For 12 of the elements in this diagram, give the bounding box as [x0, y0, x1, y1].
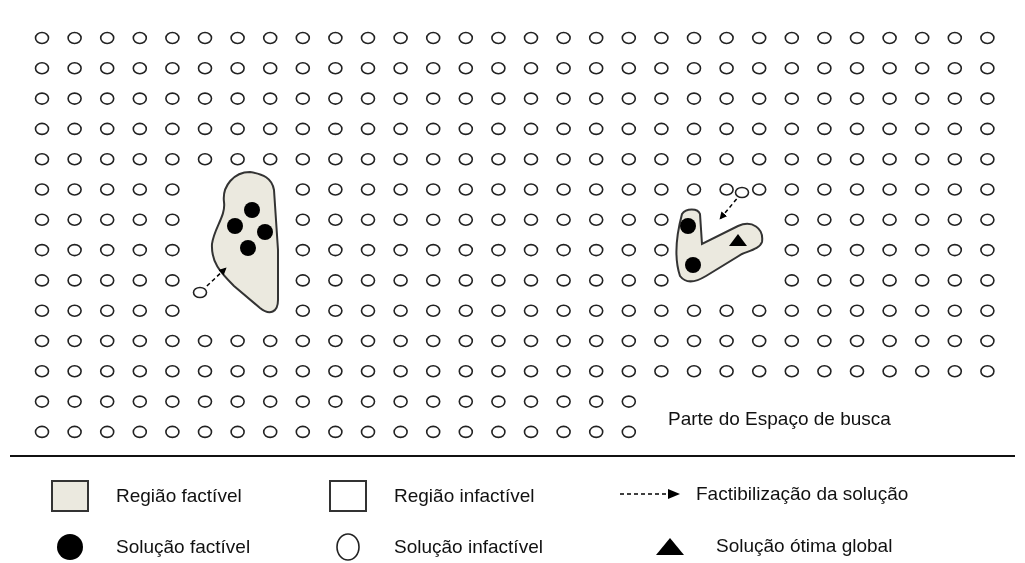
legend-label: Solução infactível: [394, 534, 543, 559]
legend-label: Solução factível: [116, 534, 251, 559]
dashed-arrow: [719, 198, 738, 220]
infeasible-solution-circle: [192, 286, 208, 299]
legend-label: Região infactível: [394, 483, 535, 508]
legend-label: Região factível: [116, 483, 242, 508]
legend-label: Solução ótima global: [716, 534, 893, 558]
legend-label: Factibilização da solução: [696, 482, 909, 506]
diagram-label: Parte do Espaço de busca: [668, 407, 891, 431]
dashed-arrow: [206, 267, 227, 287]
infeasible-solution-circle: [734, 186, 750, 199]
feasible-region: [208, 170, 282, 316]
